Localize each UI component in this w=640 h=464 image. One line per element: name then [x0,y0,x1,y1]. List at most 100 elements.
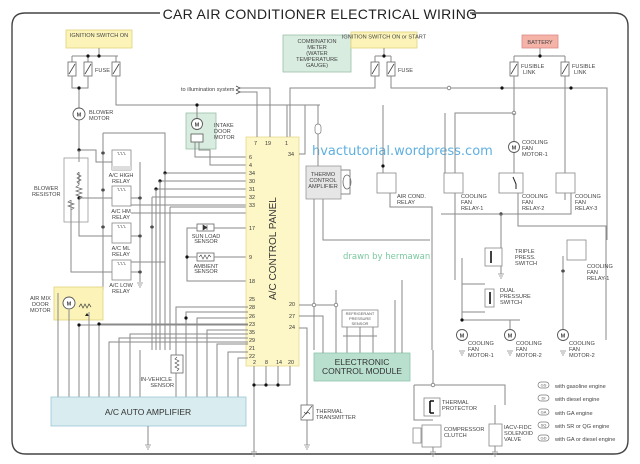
svg-text:A/C HIGH: A/C HIGH [109,173,134,179]
svg-text:MOTOR-2: MOTOR-2 [569,353,595,359]
svg-text:DOOR: DOOR [214,129,231,135]
svg-text:AIR COND.: AIR COND. [397,194,426,200]
svg-text:MOTOR-1: MOTOR-1 [468,353,494,359]
svg-text:RELAY-1: RELAY-1 [587,276,609,282]
svg-text:AIR MIX: AIR MIX [30,296,51,302]
sun-load-sensor: SUN LOAD SENSOR [186,223,248,282]
svg-text:THERMAL: THERMAL [316,409,343,415]
svg-text:BATTERY: BATTERY [527,40,553,46]
ac-high-relay: ᔐᔐᔐ A/C HIGH RELAY [101,149,134,185]
svg-text:34: 34 [288,152,294,158]
svg-text:9: 9 [249,255,252,261]
svg-text:CONTROL MODULE: CONTROL MODULE [322,366,402,376]
svg-text:33: 33 [249,203,255,209]
svg-text:COOLING: COOLING [522,140,548,146]
svg-text:TRANSMITTER: TRANSMITTER [316,415,356,421]
svg-text:A/C CONTROL PANEL: A/C CONTROL PANEL [268,197,279,300]
svg-text:1: 1 [285,141,288,147]
svg-text:RELAY: RELAY [397,200,415,206]
svg-text:14: 14 [276,360,282,366]
svg-text:31: 31 [249,187,255,193]
svg-text:VALVE: VALVE [504,437,521,443]
svg-text:M: M [512,146,517,152]
svg-text:to illumination system: to illumination system [181,87,235,93]
fuses-left: FUSE [67,48,320,108]
cooling-fan-motor-2-bottom-b: M COOLING FAN MOTOR-2 [557,329,595,359]
svg-text:A/C LOW: A/C LOW [109,283,133,289]
cooling-fan-relay-1-right: COOLING FAN RELAY-1 [561,239,613,340]
blower-motor: M BLOWER MOTOR [72,107,113,163]
svg-text:RELAY-3: RELAY-3 [575,206,597,212]
legend-item: DI with diesel engine [537,394,599,403]
svg-text:RELAY: RELAY [112,289,130,295]
ac-control-panel: A/C CONTROL PANEL 7 19 1 34 6 4 34 30 31… [245,92,306,457]
svg-text:30: 30 [249,179,255,185]
svg-text:20: 20 [288,360,294,366]
svg-text:LINK: LINK [574,70,587,76]
svg-text:MOTOR: MOTOR [214,135,235,141]
fuses-right: FUSE [289,48,608,240]
svg-text:COOLING: COOLING [516,341,542,347]
legend-item: GA with GA engine [537,408,593,417]
svg-text:COMBINATION: COMBINATION [297,39,336,45]
svg-text:ᔐᔐᔐ: ᔐᔐᔐ [117,261,126,266]
amp-wiring [108,306,248,397]
svg-text:PRESSURE: PRESSURE [349,316,371,321]
svg-text:AMPLIFIER: AMPLIFIER [308,184,338,190]
svg-text:32: 32 [249,195,255,201]
svg-text:26: 26 [249,314,255,320]
svg-text:BLOWER: BLOWER [34,186,58,192]
svg-text:METER: METER [307,45,327,51]
svg-text:(WATER: (WATER [306,51,327,57]
svg-text:TRIPLE: TRIPLE [515,249,535,255]
svg-text:28: 28 [249,305,255,311]
cooling-fan-motor-1-bottom: M COOLING FAN MOTOR-1 [456,329,494,359]
battery: BATTERY [521,34,559,49]
svg-text:RELAY-1: RELAY-1 [461,206,483,212]
thermal-protector: THERMAL PROTECTOR [413,350,506,421]
svg-text:M: M [508,334,513,340]
svg-text:M: M [561,334,566,340]
air-cond-relay: AIR COND. RELAY [376,105,433,350]
svg-text:FAN: FAN [569,347,580,353]
ambient-sensor: AMBIENT SENSOR [185,252,248,275]
svg-text:COOLING: COOLING [587,264,613,270]
svg-text:19: 19 [265,141,271,147]
svg-text:PRESSURE: PRESSURE [500,294,531,300]
svg-text:THERMAL: THERMAL [442,400,469,406]
electronic-control-module: ELECTRONIC CONTROL MODULE [299,280,411,382]
thermo-control-amplifier: THERMO CONTROL AMPLIFIER [305,105,430,350]
svg-text:M: M [195,123,200,129]
ac-hm-relay: ᔐᔐᔐ A/C HM RELAY [101,185,142,221]
svg-text:GAUGE): GAUGE) [306,63,328,69]
svg-text:RELAY: RELAY [112,252,130,258]
svg-text:A/C AUTO AMPLIFIER: A/C AUTO AMPLIFIER [105,407,191,417]
svg-text:IN-VEHICLE: IN-VEHICLE [141,377,173,383]
svg-text:INTAKE: INTAKE [214,123,234,129]
svg-text:ᔐᔐᔐ: ᔐᔐᔐ [117,224,126,229]
svg-text:COOLING: COOLING [522,194,548,200]
svg-text:MOTOR-2: MOTOR-2 [516,353,542,359]
svg-text:SENSOR: SENSOR [194,269,218,275]
watermark-author: drawn by hermawan [343,252,430,262]
svg-text:THERMO: THERMO [311,172,336,178]
svg-text:RESISTOR: RESISTOR [32,192,61,198]
svg-text:M: M [67,302,72,308]
svg-text:35: 35 [249,330,255,336]
svg-text:TEMPERATURE: TEMPERATURE [296,57,338,63]
cooling-fan-motor-1-top: M COOLING FAN MOTOR-1 [508,113,548,173]
svg-text:23: 23 [249,322,255,328]
svg-text:GA: GA [541,410,547,415]
svg-text:M: M [460,334,465,340]
svg-text:FAN: FAN [522,200,533,206]
combination-meter: COMBINATION METER (WATER TEMPERATURE GAU… [282,34,352,73]
svg-text:COOLING: COOLING [461,194,487,200]
svg-text:RELAY-2: RELAY-2 [522,206,544,212]
cooling-fan-motor-2-bottom-a: M COOLING FAN MOTOR-2 [504,320,542,359]
svg-text:SWITCH: SWITCH [515,261,537,267]
svg-text:ᔐᔐᔐ: ᔐᔐᔐ [117,187,126,192]
svg-text:with SR or QG engine: with SR or QG engine [554,424,609,430]
svg-text:FAN: FAN [587,270,598,276]
svg-text:SUN LOAD: SUN LOAD [192,234,221,240]
svg-text:COOLING: COOLING [468,341,494,347]
